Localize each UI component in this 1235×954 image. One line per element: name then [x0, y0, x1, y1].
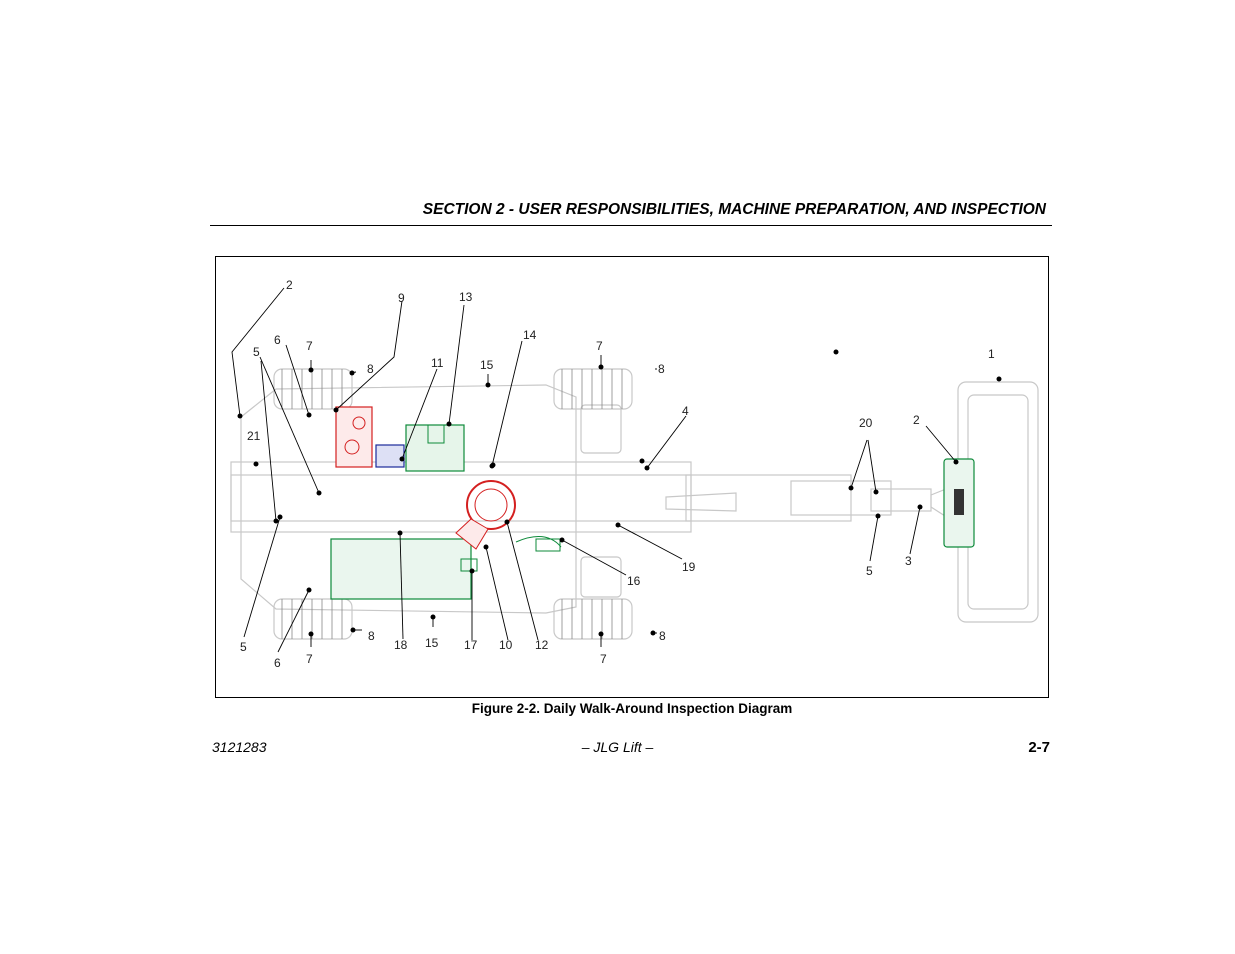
- fuel-tank: [405, 424, 465, 472]
- callout-8: 8: [658, 362, 665, 376]
- callout-labels: 2 9 13 14 6 7 5 8 11 15 7 8 4 1 21 20 2 …: [240, 278, 995, 670]
- control-valve: [375, 444, 405, 468]
- section-title: SECTION 2 - USER RESPONSIBILITIES, MACHI…: [422, 201, 1046, 218]
- swing-bearing: [455, 480, 516, 550]
- callout-4: 4: [682, 404, 689, 418]
- callout-13: 13: [459, 290, 473, 304]
- figure-frame: 2 9 13 14 6 7 5 8 11 15 7 8 4 1 21 20 2 …: [215, 256, 1049, 698]
- callout-19: 19: [682, 560, 696, 574]
- callout-7: 7: [596, 339, 603, 353]
- callout-14: 14: [523, 328, 537, 342]
- callout-15: 15: [425, 636, 439, 650]
- callout-20: 20: [859, 416, 873, 430]
- callout-7: 7: [600, 652, 607, 666]
- callout-2: 2: [913, 413, 920, 427]
- platform-control-box: [943, 458, 975, 548]
- callout-5: 5: [866, 564, 873, 578]
- callout-15: 15: [480, 358, 494, 372]
- callout-18: 18: [394, 638, 408, 652]
- callout-1: 1: [988, 347, 995, 361]
- header-rule: [210, 225, 1052, 226]
- callout-7: 7: [306, 652, 313, 666]
- callout-3: 3: [905, 554, 912, 568]
- callout-6: 6: [274, 333, 281, 347]
- callout-17: 17: [464, 638, 478, 652]
- tire-treads: [281, 369, 623, 639]
- callout-5: 5: [240, 640, 247, 654]
- doc-number: 3121283: [212, 739, 267, 755]
- hydraulic-tank: [335, 406, 373, 468]
- engine: [330, 538, 478, 600]
- callout-16: 16: [627, 574, 641, 588]
- callout-8: 8: [659, 629, 666, 643]
- callout-8: 8: [368, 629, 375, 643]
- walk-around-diagram: 2 9 13 14 6 7 5 8 11 15 7 8 4 1 21 20 2 …: [230, 278, 1039, 670]
- leader-dots: [237, 349, 1002, 637]
- callout-6: 6: [274, 656, 281, 670]
- callout-12: 12: [535, 638, 549, 652]
- figure-caption: Figure 2-2. Daily Walk-Around Inspection…: [471, 701, 793, 716]
- page-number: 2-7: [1028, 739, 1050, 756]
- callout-10: 10: [499, 638, 513, 652]
- callout-5: 5: [253, 345, 260, 359]
- callout-9: 9: [398, 291, 405, 305]
- callout-7: 7: [306, 339, 313, 353]
- callout-11: 11: [431, 356, 444, 370]
- leader-lines: [231, 287, 1000, 653]
- footer-center: – JLG Lift –: [581, 739, 654, 755]
- swing-hose: [515, 536, 562, 552]
- callout-21: 21: [247, 429, 261, 443]
- callout-2: 2: [286, 278, 293, 292]
- callout-8: 8: [367, 362, 374, 376]
